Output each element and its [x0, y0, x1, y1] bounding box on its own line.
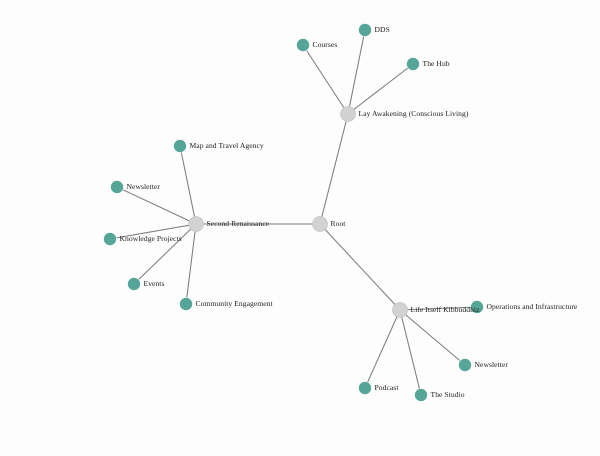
graph-node-label-life_itself: Life Itself Kibbuddhiz [410, 305, 480, 315]
graph-node-label-map_travel: Map and Travel Agency [189, 141, 264, 151]
graph-node-label-the_hub: The Hub [422, 59, 450, 69]
graph-node-operations_infra[interactable] [470, 300, 484, 314]
graph-node-label-lay_awakening: Lay Awakening (Conscious Living) [358, 109, 469, 119]
graph-node-life_itself[interactable] [392, 302, 408, 318]
graph-node-label-root: Root [330, 219, 346, 229]
graph-node-label-podcast: Podcast [374, 383, 399, 393]
graph-node-dds[interactable] [358, 23, 372, 37]
graph-node-label-newsletter_sr: Newsletter [126, 182, 160, 192]
graph-edge [116, 186, 197, 225]
graph-node-root[interactable] [312, 216, 328, 232]
graph-edge [133, 223, 197, 285]
graph-node-label-newsletter_li: Newsletter [474, 360, 508, 370]
graph-node-courses[interactable] [296, 38, 310, 52]
graph-node-label-dds: DDS [374, 25, 390, 35]
graph-edge [302, 44, 349, 115]
graph-node-the_hub[interactable] [406, 57, 420, 71]
graph-edge [319, 223, 401, 311]
graph-node-map_travel[interactable] [173, 139, 187, 153]
graph-node-second_renaissance[interactable] [188, 216, 204, 232]
graph-edge [185, 223, 197, 305]
graph-edge [347, 29, 366, 115]
graph-node-newsletter_sr[interactable] [110, 180, 124, 194]
graph-edge [399, 309, 422, 396]
graph-node-label-the_studio: The Studio [430, 390, 465, 400]
graph-node-community_engagement[interactable] [179, 297, 193, 311]
graph-node-the_studio[interactable] [414, 388, 428, 402]
graph-node-label-second_renaissance: Second Renaissance [206, 219, 270, 229]
graph-edge [364, 309, 401, 389]
graph-edge [109, 223, 197, 240]
nodes-layer [103, 23, 484, 402]
graph-node-label-courses: Courses [312, 40, 338, 50]
edges-layer [109, 29, 478, 396]
graph-node-knowledge_projects[interactable] [103, 232, 117, 246]
graph-node-label-community_engagement: Community Engagement [195, 299, 273, 309]
graph-edge [319, 113, 349, 225]
graph-edge [347, 63, 414, 115]
graph-node-label-operations_infra: Operations and Infrastructure [486, 302, 578, 312]
graph-node-lay_awakening[interactable] [340, 106, 356, 122]
graph-node-label-knowledge_projects: Knowledge Projects [119, 234, 182, 244]
graph-node-newsletter_li[interactable] [458, 358, 472, 372]
graph-node-events[interactable] [127, 277, 141, 291]
graph-edge [399, 306, 478, 311]
graph-node-label-events: Events [143, 279, 165, 289]
graph-node-podcast[interactable] [358, 381, 372, 395]
graph-edge [399, 309, 466, 366]
graph-edge [179, 145, 197, 225]
